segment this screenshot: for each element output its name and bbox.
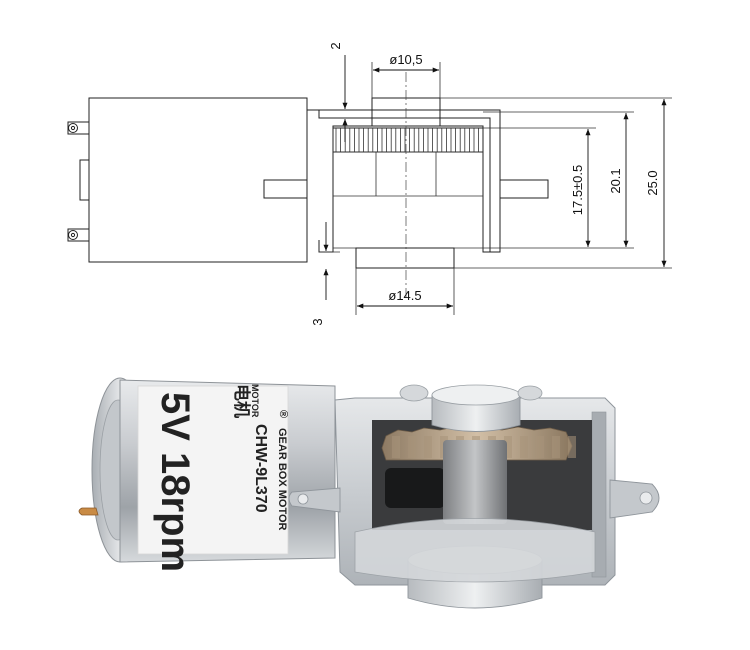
- black-gear: [385, 468, 445, 508]
- drawing-terminal-top: [67, 121, 90, 135]
- drawing-terminal-bottom: [67, 228, 90, 242]
- drawing-gear-teeth: [332, 127, 484, 153]
- drawing-bottom-hub: [355, 247, 455, 269]
- photo-right-flange: [609, 479, 660, 519]
- label-line-bottom: GEAR BOX MOTOR: [276, 428, 288, 531]
- technical-drawing: 25.0 20.1 17.5±0.5 ø10,5 2 ø14.5 3: [67, 42, 672, 326]
- output-shaft: [443, 440, 507, 524]
- brass-tooth: [568, 436, 576, 458]
- brass-tooth: [408, 436, 416, 458]
- label-line-top-visible: MOTOR: [250, 384, 260, 418]
- drawing-right-flange: [500, 179, 549, 199]
- dim-offset-top: 2: [328, 42, 343, 49]
- brass-tooth: [504, 436, 512, 458]
- dim-gear-height: 17.5±0.5: [570, 165, 585, 216]
- dim-overall-height: 25.0: [645, 170, 660, 195]
- drawing-left-flange: [263, 179, 307, 199]
- label-voltage-speed: 5V 18rpm: [153, 392, 197, 572]
- brass-tooth: [392, 436, 400, 458]
- brass-tooth: [424, 436, 432, 458]
- product-photo: 5V 18rpm 电机 ® CHW-9L370 GEAR BOX MOTOR M…: [78, 377, 660, 609]
- label-registered-mark: ®: [277, 410, 289, 418]
- dim-top-hub-diameter: ø10,5: [389, 52, 422, 67]
- label-chinese-chars: 电机: [232, 384, 252, 418]
- brass-tooth: [520, 436, 528, 458]
- brass-tooth: [552, 436, 560, 458]
- motor-terminal: [78, 507, 99, 516]
- dim-offset-bottom: 3: [310, 318, 325, 325]
- brass-tooth: [536, 436, 544, 458]
- dim-bottom-hub-diameter: ø14.5: [388, 288, 421, 303]
- label-model: CHW-9L370: [252, 424, 269, 513]
- dim-housing-height: 20.1: [608, 168, 623, 193]
- motor-label: [137, 385, 289, 555]
- drawing-end-boss: [79, 159, 90, 201]
